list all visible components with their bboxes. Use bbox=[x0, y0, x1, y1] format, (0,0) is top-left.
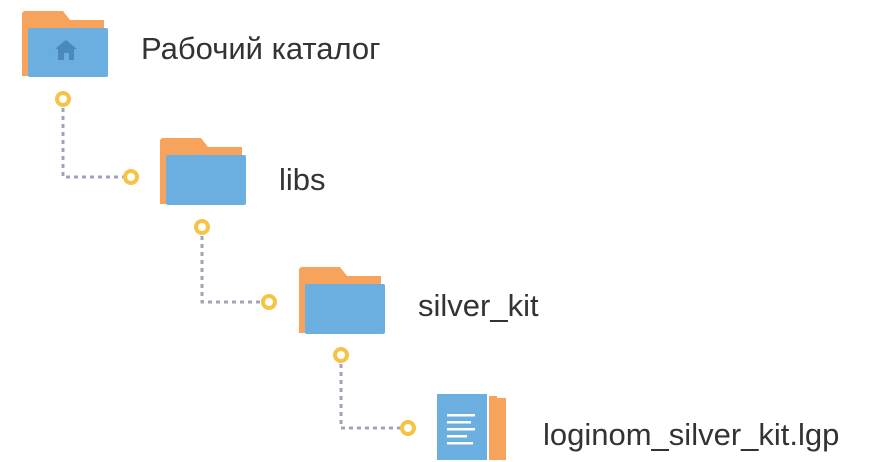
node-label-file[interactable]: loginom_silver_kit.lgp bbox=[543, 417, 840, 452]
connector-root-libs bbox=[55, 91, 139, 185]
connector-libs-silver bbox=[194, 219, 277, 310]
folder-icon[interactable] bbox=[160, 138, 246, 205]
home-folder-icon[interactable] bbox=[22, 11, 108, 77]
node-label-libs[interactable]: libs bbox=[279, 162, 326, 197]
connector-silver-file bbox=[333, 347, 416, 436]
document-stack-icon[interactable] bbox=[437, 394, 506, 460]
node-label-root[interactable]: Рабочий каталог bbox=[141, 31, 381, 66]
folder-icon[interactable] bbox=[299, 267, 385, 334]
node-label-silver-kit[interactable]: silver_kit bbox=[418, 288, 539, 323]
